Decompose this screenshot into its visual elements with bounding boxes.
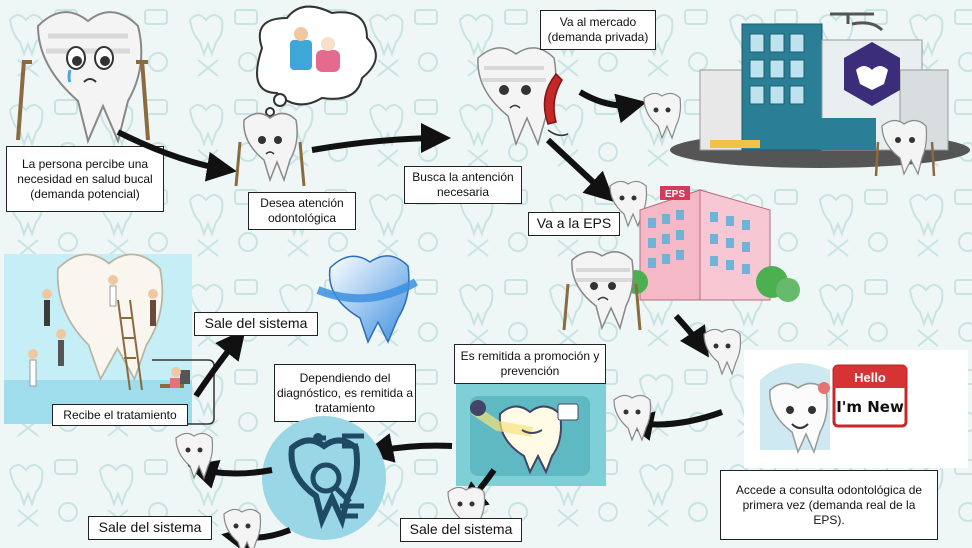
step-desire-label: Desea atención odontológica xyxy=(248,192,356,230)
arrow-icon xyxy=(578,89,647,124)
exit-bottom-mid-label: Sale del sistema xyxy=(400,518,522,542)
arrow-icon xyxy=(545,137,615,203)
step-seek-label: Busca la antención necesaria xyxy=(404,166,522,204)
step-treatment-referral: Dependiendo del diagnóstico, es remitida… xyxy=(274,364,416,422)
sad-tooth-icon xyxy=(703,328,742,376)
sad-tooth-icon xyxy=(234,112,306,187)
step-perceive-label: La persona percibe una necesidad en salu… xyxy=(6,146,164,212)
sad-tooth-icon xyxy=(175,432,214,480)
exit-bottom-left-label: Sale del sistema xyxy=(88,516,212,540)
badge-hello: Hello xyxy=(854,370,886,385)
crutch-icon xyxy=(16,59,150,141)
sad-tooth-icon xyxy=(36,11,143,145)
sad-tooth-icon xyxy=(613,394,652,442)
step-market-label: Va al mercado (demanda privada) xyxy=(540,10,656,50)
step-seek: Busca la antención necesaria xyxy=(404,166,522,204)
magnifier-outline xyxy=(152,359,215,425)
sad-tooth-icon xyxy=(223,508,262,548)
phone-icon xyxy=(543,72,569,137)
step-exit-bottom-mid: Sale del sistema xyxy=(400,518,522,542)
arrow-icon xyxy=(673,313,709,358)
step-exit-top: Sale del sistema xyxy=(194,312,318,336)
sad-tooth-icon xyxy=(609,180,648,228)
eps-sign: EPS xyxy=(665,189,685,200)
step-eps: Va a la EPS xyxy=(528,212,620,236)
eps-building-icon: EPS xyxy=(624,186,800,302)
step-receive: Recibe el tratamiento xyxy=(52,404,188,426)
thought-bubble-icon xyxy=(256,5,377,117)
step-exit-bottom-left: Sale del sistema xyxy=(88,516,212,540)
step-consult: Accede a consulta odontológica de primer… xyxy=(720,470,938,540)
step-market: Va al mercado (demanda privada) xyxy=(540,10,656,50)
step-promotion-label: Es remitida a promoción y prevención xyxy=(454,344,606,384)
name-badge-icon: Hello I'm New xyxy=(744,350,968,468)
step-desire: Desea atención odontológica xyxy=(248,192,356,230)
arrow-icon xyxy=(311,123,451,154)
sad-tooth-icon xyxy=(477,47,557,147)
exit-top-label: Sale del sistema xyxy=(194,312,318,336)
tooth-diagnosis-icon xyxy=(262,416,386,540)
blue-tooth-icon xyxy=(316,255,419,344)
dental-exam-icon xyxy=(456,384,606,486)
sad-tooth-icon xyxy=(643,92,682,140)
arrow-icon xyxy=(116,129,237,182)
step-consult-label: Accede a consulta odontológica de primer… xyxy=(720,470,938,540)
arrow-icon xyxy=(193,328,246,398)
treatment-scene-icon xyxy=(4,253,192,424)
sad-tooth-icon xyxy=(874,119,936,177)
sad-tooth-icon xyxy=(562,251,642,331)
badge-im-new: I'm New xyxy=(836,398,904,416)
step-promotion: Es remitida a promoción y prevención xyxy=(454,344,606,384)
dentist-desk-icon xyxy=(160,367,184,388)
step-eps-label: Va a la EPS xyxy=(528,212,620,236)
step-perceive: La persona percibe una necesidad en salu… xyxy=(6,146,164,212)
step-receive-label: Recibe el tratamiento xyxy=(52,404,188,426)
step-treatment-referral-label: Dependiendo del diagnóstico, es remitida… xyxy=(274,364,416,422)
